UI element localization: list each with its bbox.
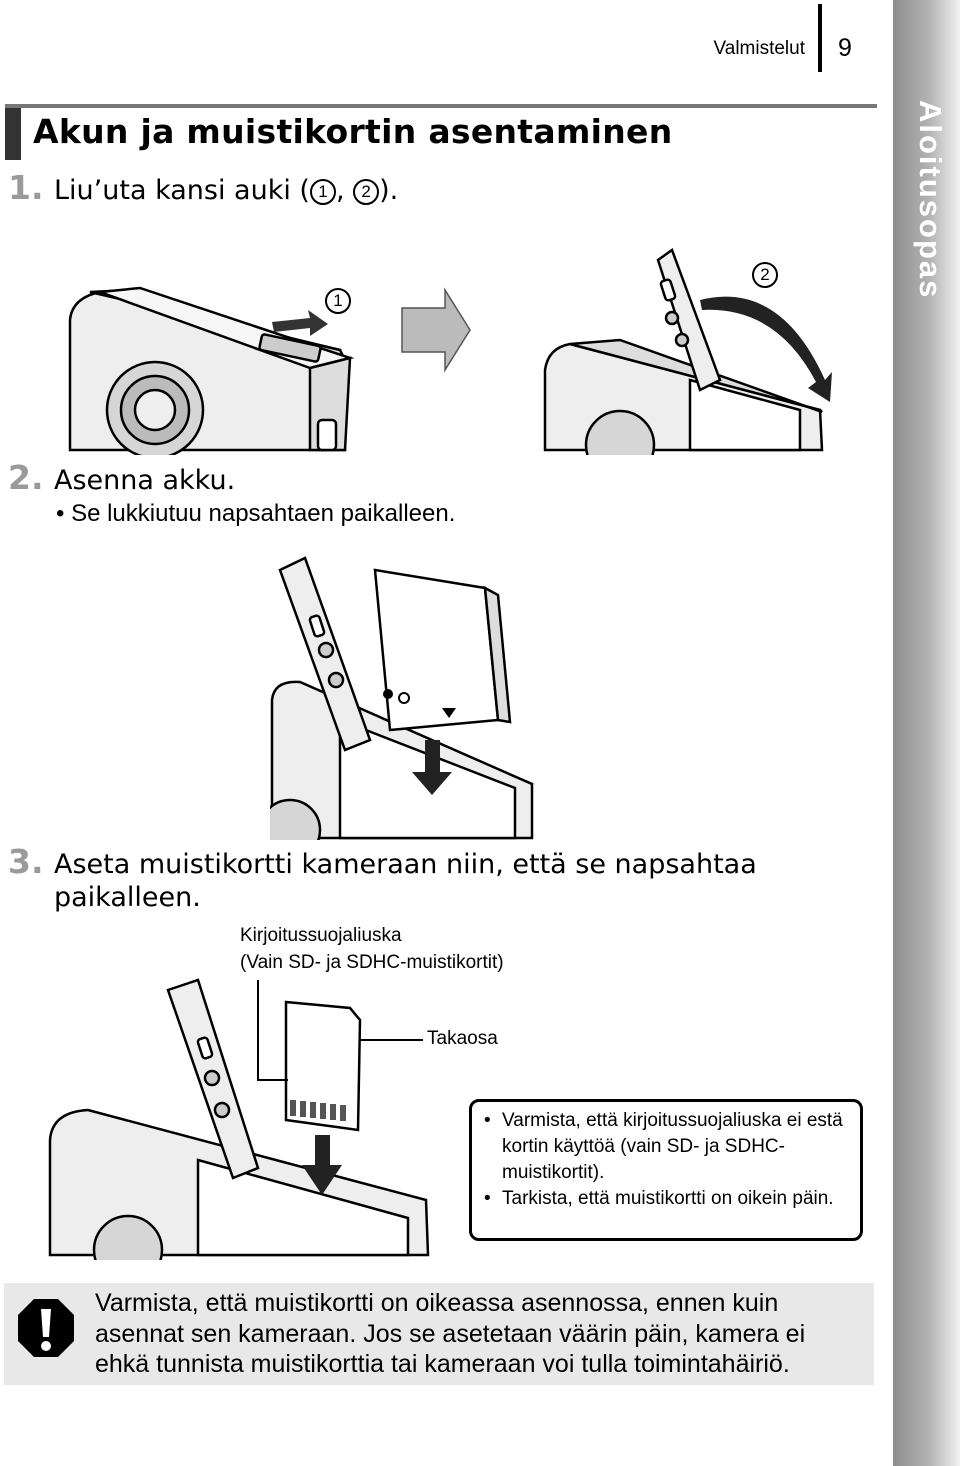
step-2: 2. Asenna akku. [8,458,235,497]
title-bar [5,108,21,160]
title-rule [5,104,877,108]
step-3-text-line1: Aseta muistikortti kameraan niin, että s… [54,849,757,880]
step-3-number: 3. [8,842,44,881]
slide-arrow-icon [272,310,328,336]
figure-battery [270,556,534,840]
figure-memory-card [48,978,430,1260]
battery-arrow-marker-icon [442,708,456,718]
header-divider [818,4,822,72]
side-tab [893,0,960,1466]
lock-tab-callout: Kirjoitussuojaliuska (Vain SD- ja SDHC-m… [240,925,504,973]
step-3: 3. Aseta muistikortti kameraan niin, että… [8,842,757,881]
warning-box: Varmista, että muistikortti on oikeassa … [4,1283,874,1385]
figure-marker-1: 1 [325,288,351,314]
step-3-continued: paikalleen. [54,882,201,913]
page-title: Akun ja muistikortin asentaminen [33,112,673,151]
lock-tab-leader [257,980,288,1081]
battery-minus-icon [383,689,393,699]
marker-2: 2 [353,179,380,205]
camera-right-illustration [543,248,824,455]
warning-text: Varmista, että muistikortti on oikeassa … [95,1289,806,1378]
warning-icon [18,1299,74,1357]
figure-open-cover [68,248,832,455]
step-2-bullet: • Se lukkiutuu napsahtaen paikalleen. [56,500,456,527]
insert-arrow-icon [412,740,452,795]
next-step-arrow-icon [401,287,471,373]
step-2-number: 2. [8,458,44,497]
header-section: Valmistelut [713,38,805,59]
note-item: Varmista, että kirjoitussuojaliuska ei e… [484,1108,850,1186]
step-3-text-line2: paikalleen. [54,882,201,913]
card-contacts [290,1100,346,1121]
lift-arrow-icon [700,296,832,402]
page-number: 9 [838,34,852,62]
step-1: 1. Liu’uta kansi auki (1, 2). [8,168,398,207]
note-item: Tarkista, että muistikortti on oikein pä… [484,1186,850,1212]
step-1-text: Liu’uta kansi auki (1, 2). [54,175,399,206]
marker-1: 1 [309,179,336,205]
camera-left-illustration [68,286,355,455]
side-tab-label: Aloitusopas [913,100,948,300]
step-2-text: Asenna akku. [54,465,236,496]
step-1-number: 1. [8,168,44,207]
card-insert-arrow-icon [302,1135,342,1195]
battery-plus-icon [398,692,410,704]
back-side-label: Takaosa [427,1028,498,1049]
figure-marker-2: 2 [752,262,778,288]
note-box: Varmista, että kirjoitussuojaliuska ei e… [469,1099,863,1241]
